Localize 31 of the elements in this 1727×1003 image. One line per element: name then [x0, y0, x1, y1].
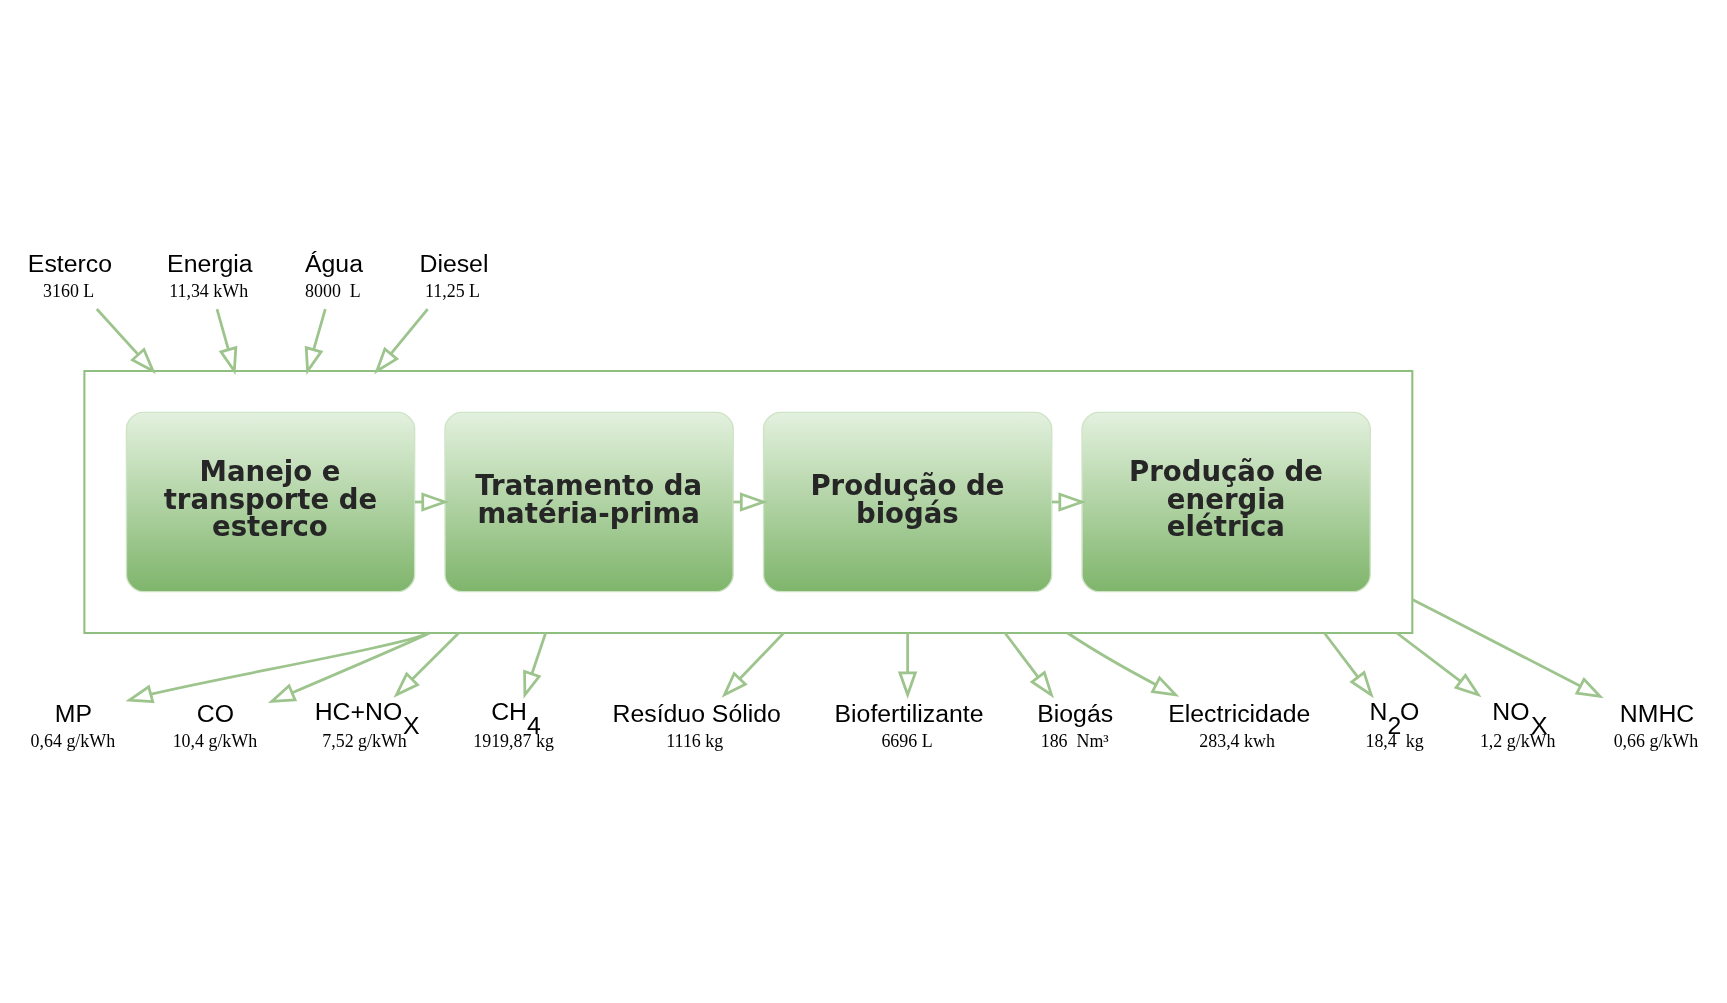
- arrow: [393, 631, 460, 698]
- node-text: Água 8000 L: [305, 249, 363, 301]
- node-text: Esterco 3160 L: [27, 249, 112, 301]
- arrow: [304, 308, 327, 375]
- node-text: Biofertilizante 6696 L: [834, 699, 984, 751]
- node-box: Produção de biogás: [762, 411, 1053, 592]
- node-text: MP 0,64 g/kWh: [30, 699, 116, 751]
- node-text: Biogás 186 Nm³: [1037, 699, 1114, 751]
- arrow: [374, 307, 429, 374]
- arrow: [897, 632, 918, 699]
- node-text: NMHC 0,66 g/kWh: [1613, 699, 1699, 751]
- node-text: CO 10,4 g/kWh: [172, 699, 258, 751]
- arrow: [1323, 631, 1374, 698]
- arrow: [125, 631, 430, 703]
- arrow: [523, 632, 547, 699]
- arrow: [1396, 631, 1482, 697]
- arrow: [1066, 631, 1180, 697]
- node-box: Tratamento da matéria-prima: [444, 411, 734, 592]
- node-text: Resíduo Sólido 1116 kg: [612, 699, 781, 751]
- node-text: Diesel 11,25 L: [419, 249, 489, 301]
- arrow: [215, 308, 238, 375]
- node-text: Electricidade 283,4 kwh: [1168, 699, 1311, 751]
- cluster: [83, 369, 1414, 634]
- arrow: [95, 307, 156, 374]
- node-text: Energia 11,34 kWh: [167, 249, 253, 301]
- arrow: [1003, 631, 1055, 698]
- arrow: [1411, 597, 1604, 698]
- node-box: Manejo e transporte de esterco: [125, 411, 416, 592]
- arrow: [267, 631, 430, 703]
- arrow: [721, 631, 785, 698]
- node-box: Produção de energia elétrica: [1081, 411, 1371, 592]
